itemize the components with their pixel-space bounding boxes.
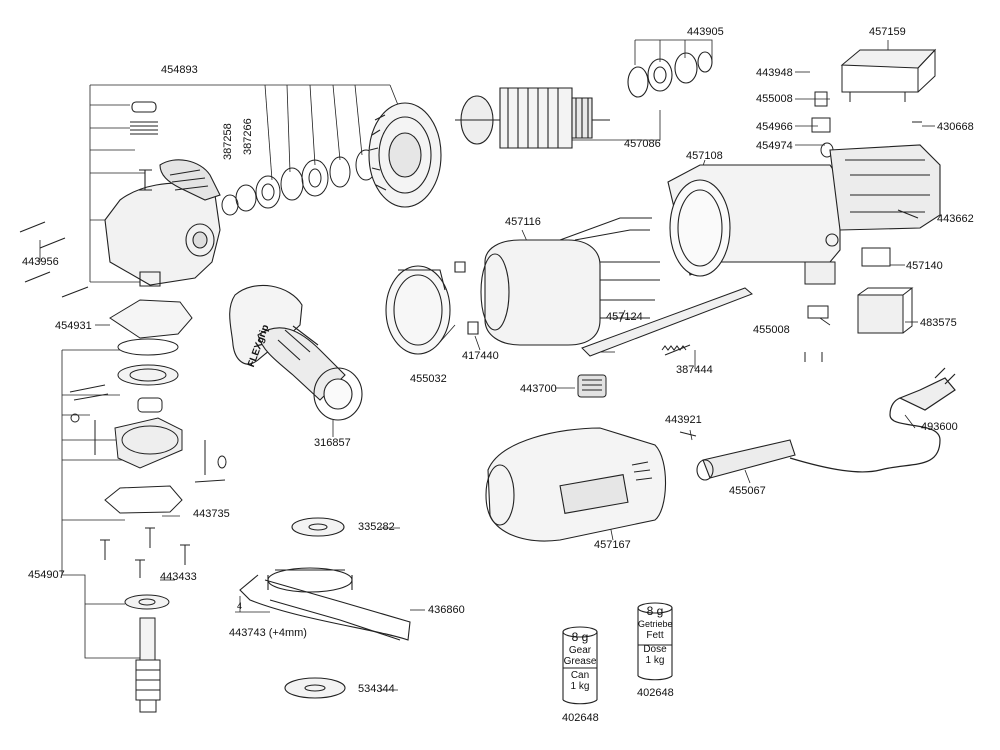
label-387266: 387266 — [242, 118, 254, 155]
label-443948: 443948 — [756, 67, 793, 79]
label-493600: 493600 — [921, 421, 958, 433]
label-457167: 457167 — [594, 539, 631, 551]
label-454966: 454966 — [756, 121, 793, 133]
label-455032: 455032 — [410, 373, 447, 385]
grease-can-2-label: 8 g Getriebe Fett Dose 1 kg — [638, 604, 673, 666]
side-handle — [230, 285, 362, 420]
motor-cover — [486, 428, 666, 541]
gear-head — [20, 102, 220, 297]
grease-can-2-size-2: 1 kg — [645, 655, 665, 666]
field-stator — [455, 218, 660, 345]
grease-can-1-name-1: Gear — [568, 645, 592, 656]
power-cable — [790, 368, 955, 472]
label-443921: 443921 — [665, 414, 702, 426]
rear-handle — [680, 432, 795, 480]
label-387444: 387444 — [676, 364, 713, 376]
grease-can-2-weight: 8 g — [646, 604, 664, 618]
bearing-set — [222, 150, 376, 215]
grease-can-1-size-1: Can — [570, 670, 590, 681]
armature — [455, 52, 712, 148]
label-455008-bottom: 455008 — [753, 324, 790, 336]
label-387258: 387258 — [222, 123, 234, 160]
grease-can-2-size-1: Dose — [643, 644, 667, 655]
motor-housing — [668, 145, 940, 276]
grease-can-2-name-2: Fett — [646, 630, 664, 641]
label-402648-gear-grease: 402648 — [562, 712, 599, 724]
label-402648-getriebe-fett: 402648 — [637, 687, 674, 699]
label-455067: 455067 — [729, 485, 766, 497]
label-454907: 454907 — [28, 569, 65, 581]
label-457086: 457086 — [624, 138, 661, 150]
label-335282: 335282 — [358, 521, 395, 533]
label-443956: 443956 — [22, 256, 59, 268]
label-455008-top: 455008 — [756, 93, 793, 105]
label-457116: 457116 — [505, 216, 541, 228]
gear-parts-lower — [70, 300, 226, 712]
brush-box — [805, 210, 918, 362]
grease-can-2 — [638, 603, 672, 680]
grease-can-1-size-2: 1 kg — [570, 681, 590, 692]
label-454893: 454893 — [161, 64, 198, 76]
grease-can-1-label: 8 g Gear Grease Can 1 kg — [563, 630, 597, 692]
grease-can-1-name-2: Grease — [563, 656, 597, 667]
label-316857: 316857 — [314, 437, 351, 449]
label-443662: 443662 — [937, 213, 974, 225]
grease-can-1-weight: 8 g — [571, 630, 589, 644]
grease-can-1 — [563, 627, 597, 704]
gap-mark: 4 — [237, 601, 243, 611]
label-443905: 443905 — [687, 26, 724, 38]
bearing-plate — [369, 103, 441, 207]
label-436860: 436860 — [428, 604, 465, 616]
label-417440: 417440 — [462, 350, 499, 362]
label-454974: 454974 — [756, 140, 793, 152]
label-454931: 454931 — [55, 320, 92, 332]
label-457108: 457108 — [686, 150, 723, 162]
leader-lines — [40, 40, 935, 690]
switch-assembly — [812, 50, 935, 157]
label-443700: 443700 — [520, 383, 557, 395]
label-443743: 443743 (+4mm) — [229, 627, 307, 639]
label-457140: 457140 — [906, 260, 943, 272]
label-443433: 443433 — [160, 571, 197, 583]
label-534344: 534344 — [358, 683, 395, 695]
wheel-guard — [240, 518, 410, 698]
label-457159: 457159 — [869, 26, 906, 38]
label-430668: 430668 — [937, 121, 974, 133]
air-baffle — [386, 266, 450, 354]
label-483575: 483575 — [920, 317, 957, 329]
label-443735: 443735 — [193, 508, 230, 520]
grease-can-2-name-1: Getriebe — [638, 619, 673, 629]
label-457124: 457124 — [606, 311, 643, 323]
switch-rod — [578, 288, 752, 397]
